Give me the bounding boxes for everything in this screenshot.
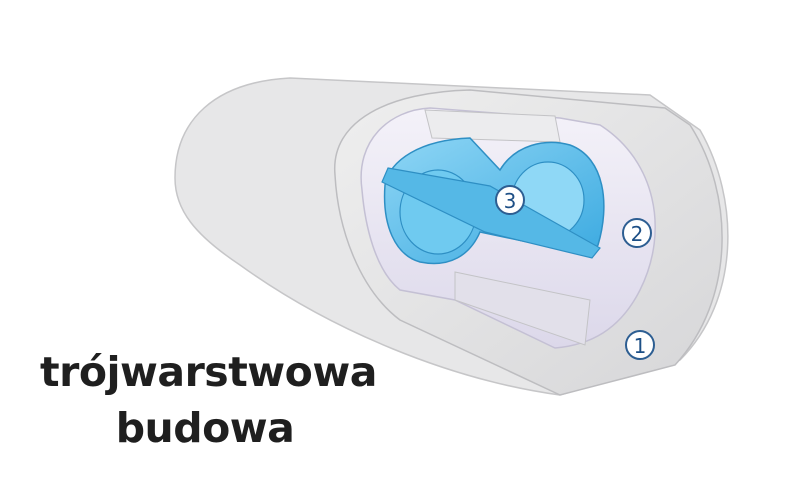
marker-3-label: 3 <box>504 189 517 213</box>
inner-panel-bottom <box>454 271 591 346</box>
inner-panel-top <box>424 109 561 143</box>
caption-line-2: budowa <box>115 404 295 452</box>
marker-3: 3 <box>495 185 525 215</box>
marker-1-label: 1 <box>634 334 647 358</box>
marker-2-label: 2 <box>631 222 644 246</box>
marker-2: 2 <box>622 218 652 248</box>
caption-line-1: trójwarstwowa <box>40 348 377 396</box>
layer-3-strip <box>381 167 601 259</box>
marker-1: 1 <box>625 330 655 360</box>
